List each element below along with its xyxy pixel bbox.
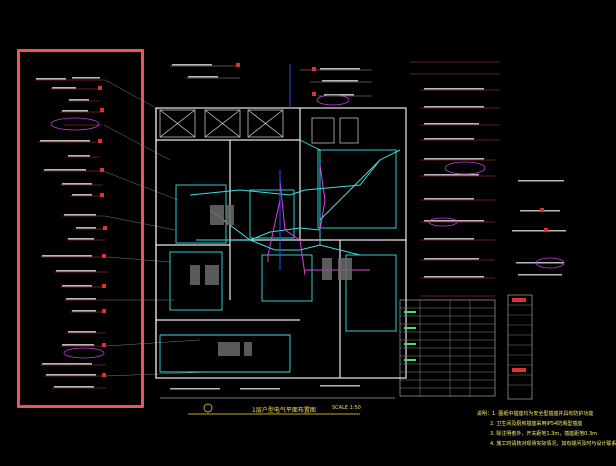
- legend-table: [399, 294, 533, 400]
- note-line: 2. 卫生间及厨房插座采用IP54防溅型插座: [490, 421, 583, 427]
- top-annotations: [170, 63, 372, 108]
- shaft-boxes: [159, 109, 359, 144]
- title-underline: [160, 397, 395, 415]
- drawing-notes: 说明：1. 图纸中插座均为安全型插座并具有防护功能 2. 卫生间及厨房插座采用I…: [477, 409, 616, 449]
- note-line: 3. 除注明者外，开关距地1.3m，插座距地0.3m: [490, 431, 598, 437]
- selection-rectangle: [17, 49, 144, 408]
- room-labels: [190, 205, 352, 356]
- drawing-title: 1层户型电气平面布置图: [252, 407, 316, 414]
- room-outlines: [159, 139, 397, 373]
- right-annotations: [410, 61, 566, 297]
- drawing-scale: SCALE 1:50: [332, 405, 361, 411]
- left-annotation-column: [35, 77, 211, 389]
- floor-plan-drawing: [35, 61, 566, 415]
- bottom-annotations: [170, 385, 360, 390]
- note-line: 说明：1. 图纸中插座均为安全型插座并具有防护功能: [477, 411, 594, 417]
- note-line: 4. 施工时请核对现场实际情况，如有疑问及时与设计联系: [490, 441, 616, 447]
- wiring-circuits: [189, 149, 401, 276]
- floor-plan-walls: [155, 107, 407, 379]
